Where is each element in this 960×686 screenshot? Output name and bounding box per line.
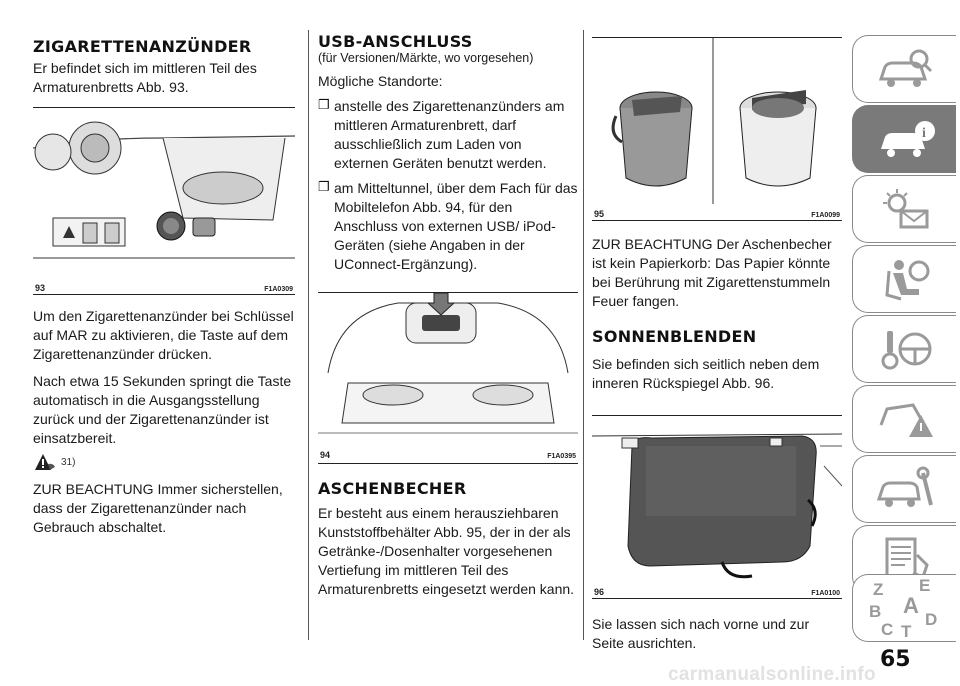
sunvisor-adjust: Sie lassen sich nach vorne und zur Seite… (592, 616, 810, 651)
column-divider-1 (308, 30, 309, 640)
figure-caption: 94 F1A0395 (318, 450, 578, 462)
figure-93: 93 F1A0309 (32, 107, 296, 295)
airbag-seat-icon (884, 260, 929, 301)
index-letter: Z (873, 580, 883, 599)
figure-code: F1A0395 (547, 453, 576, 460)
page-number: 65 (880, 647, 911, 672)
section-heading-lighter: ZIGARETTENANZÜNDER (33, 37, 252, 56)
tab-car-search[interactable] (852, 35, 956, 103)
svg-text:i: i (922, 126, 926, 141)
watermark: carmanualsonline.info (668, 664, 876, 685)
car-wrench-icon (876, 466, 933, 507)
lighter-timeout: Nach etwa 15 Sekunden springt die Taste … (33, 373, 292, 446)
usb-location-1: anstelle des Zigarettenanzünders am mitt… (334, 98, 565, 171)
column-ashtray-sunvisor: 95 F1A0099 ZUR BEACHTUNG Der Aschenbeche… (591, 0, 843, 653)
column-cigarette-lighter: ZIGARETTENANZÜNDER Er befindet sich im m… (32, 0, 296, 537)
usb-location-2: am Mitteltunnel, über dem Fach für das M… (334, 180, 578, 272)
figure-number: 93 (35, 283, 46, 293)
figure-96: 96 F1A0100 (591, 415, 843, 599)
tab-car-info[interactable]: i (852, 105, 956, 173)
bullet-mark: ❒ (318, 179, 330, 194)
index-letter: E (919, 577, 930, 595)
lighter-note: ZUR BEACHTUNG Immer sicherstellen, dass … (33, 481, 283, 535)
index-letter: B (869, 602, 881, 621)
warning-reference: 31) (33, 452, 295, 472)
figure-code: F1A0099 (811, 212, 840, 219)
warning-hand-icon (35, 454, 55, 470)
section-heading-ashtray: ASCHENBECHER (318, 479, 467, 498)
warning-lights-icon (882, 189, 928, 229)
section-heading-sunvisor: SONNENBLENDEN (592, 327, 757, 346)
ashtray-description: Er besteht aus einem herausziehbaren Kun… (318, 505, 575, 597)
lighter-intro: Er befindet sich im mittleren Teil des A… (33, 60, 257, 95)
index-letter: D (925, 610, 937, 629)
sun-visor-image (591, 433, 843, 579)
index-letter: C (881, 620, 893, 639)
car-search-icon (878, 49, 932, 87)
center-console-usb-image (318, 292, 578, 434)
sunvisor-location: Sie befinden sich seitlich neben dem inn… (592, 356, 820, 391)
car-warning-triangle-icon (879, 403, 933, 437)
list-item: ❒ am Mitteltunnel, über dem Fach für das… (318, 179, 578, 274)
usb-subtitle: (für Versionen/Märkte, wo vorgesehen) (318, 51, 534, 65)
figure-number: 95 (594, 209, 605, 219)
usb-intro: Mögliche Standorte: (318, 73, 443, 89)
figure-code: F1A0309 (264, 286, 293, 293)
figure-caption: 95 F1A0099 (592, 209, 842, 221)
alphabet-index-icon: Z E B A C T D (869, 577, 937, 639)
tab-steering-key[interactable] (852, 315, 956, 383)
tab-airbag-seat[interactable] (852, 245, 956, 313)
column-divider-2 (583, 30, 584, 640)
figure-number: 96 (594, 587, 605, 597)
steering-key-icon (881, 331, 931, 370)
ashtray-image (611, 38, 817, 204)
tab-alphabet-index[interactable]: Z E B A C T D (852, 574, 956, 642)
column-usb: USB-ANSCHLUSS (für Versionen/Märkte, wo … (318, 0, 578, 599)
section-heading-usb: USB-ANSCHLUSS (318, 32, 473, 51)
bullet-mark: ❒ (318, 97, 330, 112)
index-letter: A (903, 593, 919, 618)
lighter-activate: Um den Zigarettenanzünder bei Schlüssel … (33, 308, 294, 362)
figure-95: 95 F1A0099 (592, 37, 842, 221)
index-letter: T (901, 622, 912, 639)
tab-car-warning[interactable] (852, 385, 956, 453)
list-item: ❒ anstelle des Zigarettenanzünders am mi… (318, 97, 578, 173)
tab-car-wrench[interactable] (852, 455, 956, 523)
figure-number: 94 (320, 450, 331, 460)
figure-94: 94 F1A0395 (318, 292, 578, 464)
tab-warning-lights[interactable] (852, 175, 956, 243)
figure-caption: 93 F1A0309 (33, 283, 295, 295)
warning-number: 31) (61, 456, 76, 468)
car-info-icon: i (880, 121, 935, 157)
ashtray-note: ZUR BEACHTUNG Der Aschenbecher ist kein … (592, 236, 832, 309)
dashboard-lighter-image (32, 108, 296, 278)
figure-caption: 96 F1A0100 (592, 587, 842, 599)
figure-code: F1A0100 (811, 590, 840, 597)
